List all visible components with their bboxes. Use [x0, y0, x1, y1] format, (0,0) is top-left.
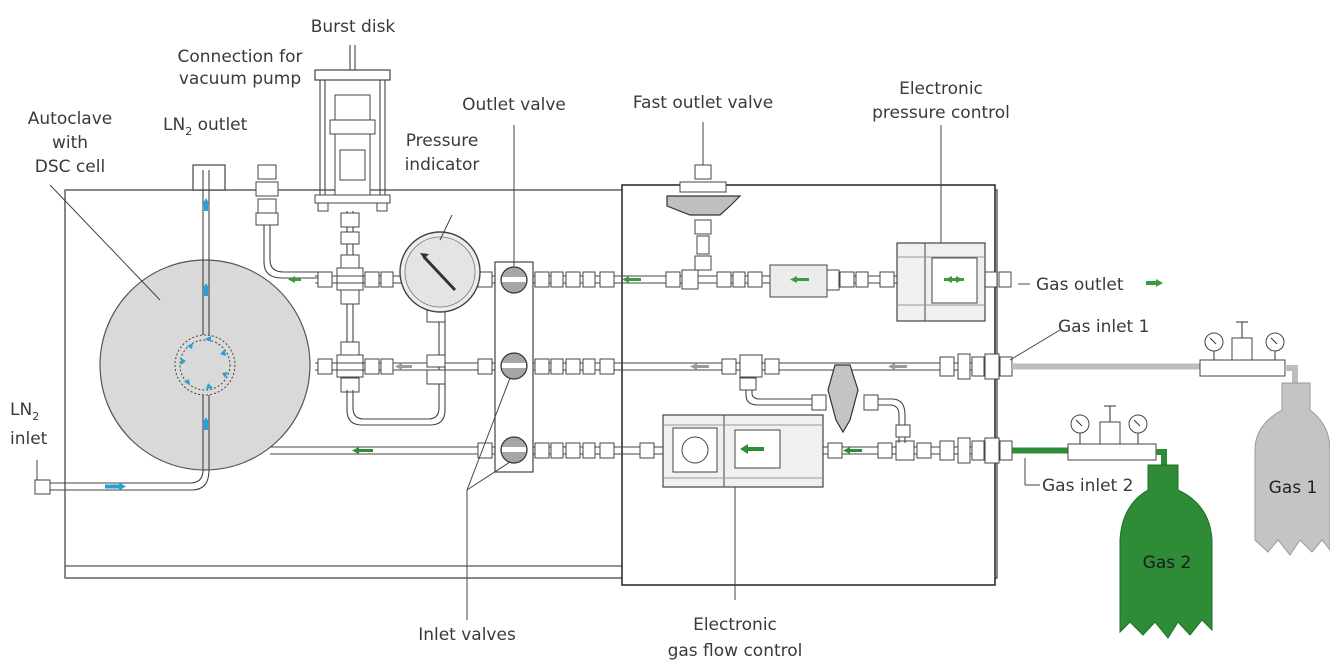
inlet-valve-1	[500, 352, 528, 380]
label-epc-line2: pressure control	[872, 103, 1010, 123]
label-autoclave-line2: with	[52, 133, 88, 153]
dsc-cell	[174, 334, 236, 396]
autoclave	[99, 259, 311, 471]
manifold	[270, 211, 1013, 464]
label-connection-line1: Connection for	[178, 47, 303, 67]
burst-disk	[314, 45, 391, 212]
inlet-valve-2	[500, 436, 528, 464]
label-pressure-line2: indicator	[405, 155, 480, 175]
label-gas-outlet: Gas outlet	[1036, 275, 1124, 295]
inlet2-flow-arrows	[352, 444, 862, 454]
label-autoclave-line3: DSC cell	[35, 157, 105, 177]
gas-outlet-arrow	[1146, 279, 1163, 287]
outlet-valve	[500, 266, 528, 294]
electronic-pressure-control	[896, 242, 986, 322]
label-burst-disk: Burst disk	[311, 17, 396, 37]
label-gas-inlet-2: Gas inlet 2	[1042, 476, 1133, 496]
ln2-tube	[34, 164, 226, 495]
inlet1-solenoid-valve	[739, 364, 911, 443]
leader-lines	[36, 122, 1061, 620]
label-gas-1: Gas 1	[1269, 478, 1318, 498]
label-fast-outlet-valve: Fast outlet valve	[633, 93, 773, 113]
inlet1-flow-arrows	[395, 363, 907, 370]
label-ln2-inlet-word: inlet	[10, 429, 48, 449]
electronic-gas-flow-control	[662, 414, 824, 488]
gas2-cylinder	[1119, 464, 1213, 639]
label-egfc-line2: gas flow control	[668, 641, 803, 661]
label-inlet-valves: Inlet valves	[418, 625, 516, 645]
valve-panel	[494, 261, 534, 473]
fast-outlet-valve	[666, 164, 742, 271]
epc-arrow	[944, 276, 963, 283]
pressure-indicator	[399, 231, 481, 323]
label-gas-2: Gas 2	[1143, 553, 1192, 573]
label-epc-line1: Electronic	[899, 79, 983, 99]
label-ln2-outlet: LN2 outlet	[163, 115, 248, 138]
label-ln2-inlet: LN2	[10, 400, 39, 423]
label-pressure-line1: Pressure	[406, 131, 479, 151]
label-connection-line2: vacuum pump	[179, 69, 301, 89]
gas2-regulator	[1067, 405, 1167, 465]
ln2-inlet-connector	[34, 479, 51, 495]
gas1-cylinder	[1254, 382, 1330, 556]
label-autoclave-line1: Autoclave	[28, 109, 112, 129]
gas1-regulator	[1199, 321, 1298, 395]
label-egfc-line1: Electronic	[693, 615, 777, 635]
label-outlet-valve: Outlet valve	[462, 95, 566, 115]
instrument-frame	[64, 189, 998, 579]
label-gas-inlet-1: Gas inlet 1	[1058, 317, 1149, 337]
vacuum-connection	[255, 164, 330, 279]
